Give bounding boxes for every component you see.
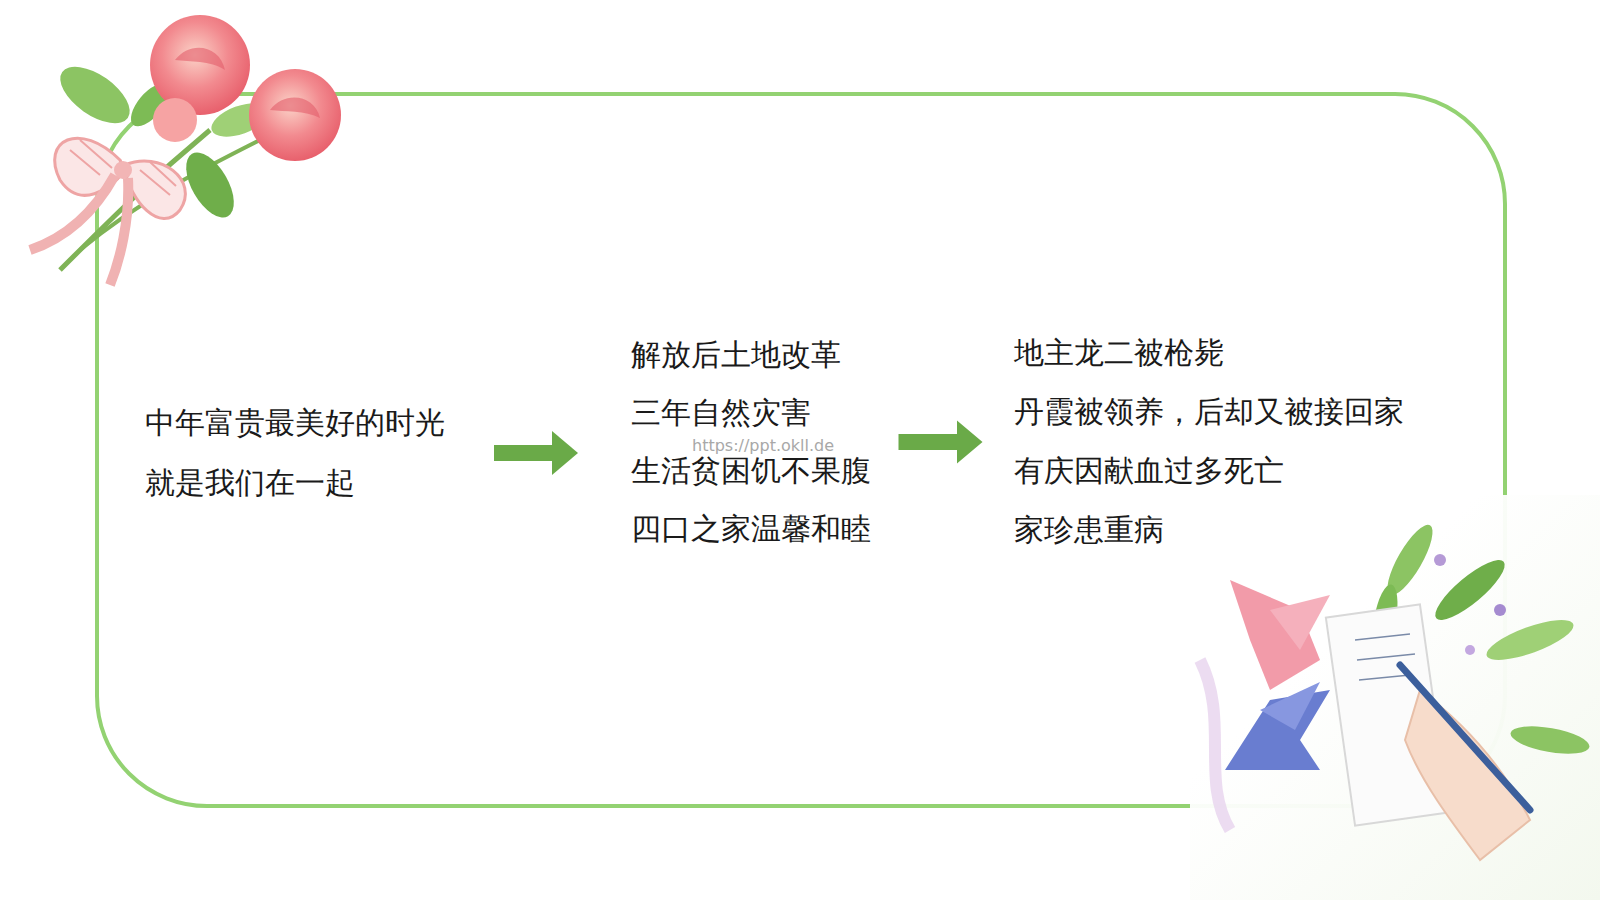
frame-border — [97, 94, 1505, 806]
story-line: 解放后土地改革 — [631, 326, 871, 384]
story-line: 家珍患重病 — [1014, 500, 1404, 559]
flow-arrow — [494, 445, 556, 461]
story-line: 丹霞被领养，后却又被接回家 — [1014, 382, 1404, 441]
story-line: 中年富贵最美好的时光 — [145, 393, 445, 453]
watermark: https://ppt.okll.de — [690, 436, 836, 455]
story-line: 有庆因献血过多死亡 — [1014, 441, 1404, 500]
flow-arrow — [899, 434, 961, 450]
writing-hand-illustration — [1190, 495, 1600, 900]
story-line: 三年自然灾害 — [631, 384, 871, 442]
text-group: 地主龙二被枪毙丹霞被领养，后却又被接回家有庆因献血过多死亡家珍患重病 — [1010, 323, 1408, 559]
story-line: 就是我们在一起 — [145, 453, 445, 513]
rose-bouquet — [30, 15, 341, 285]
story-line: 地主龙二被枪毙 — [1014, 323, 1404, 382]
story-line: 四口之家温馨和睦 — [631, 500, 871, 558]
text-group: 中年富贵最美好的时光就是我们在一起 — [141, 393, 449, 513]
